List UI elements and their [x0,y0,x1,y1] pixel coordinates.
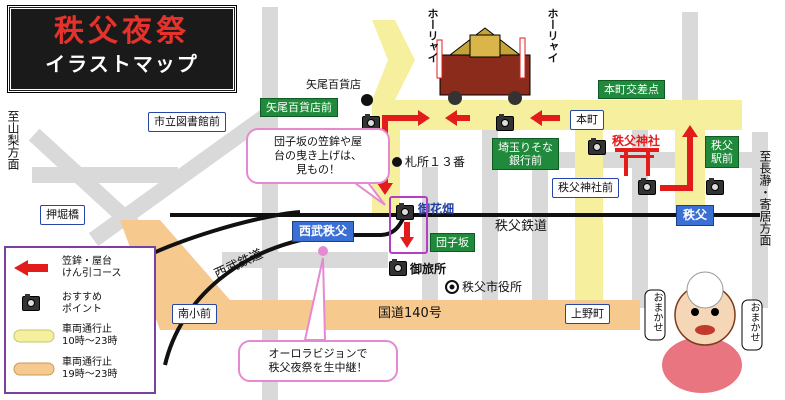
seibu-station-marker [318,246,328,256]
label-dangozaka: 団子坂 [430,233,475,252]
label-chichibu-station-front: 秩父 駅前 [705,136,739,168]
callout-pointer-aurora [303,257,327,341]
label-minamikoji-front: 南小前 [172,304,217,324]
label-chichibu-shrine-front: 秩父神社前 [552,178,619,198]
legend-photo-label: おすすめ ポイント [62,292,102,315]
camera-icon [396,203,414,220]
label-omakase-right: おまかせ [748,302,759,342]
callout-aurora: オーロラビジョンで 秩父夜祭を生中継！ [238,340,398,382]
lantern-left [644,289,666,341]
torii-icon [615,148,659,176]
label-chichibu-shrine: 秩父神社 [612,134,661,148]
legend-yellow-swatch [13,329,55,343]
label-omakase-left: おまかせ [651,292,662,332]
camera-icon [496,114,514,131]
label-oshippori: 押堀橋 [40,205,85,225]
legend-route-arrow [14,260,48,276]
mascot-character-icon [662,271,742,393]
road-orange-route140 [160,300,640,330]
chant-right: ホーリャイ [546,8,559,63]
arrowhead-up-1 [682,125,698,137]
label-yao-department: 矢尾百貨店 [306,78,361,91]
label-chichibu-station: 秩父 [676,205,715,226]
label-yao-department-front: 矢尾百貨店前 [260,98,338,117]
camera-icon [389,259,407,276]
callout-dangozaka: 団子坂の笠鉾や屋 台の曳き上げは、 見もの！ [246,128,390,184]
title-line2: イラストマップ [45,52,199,76]
festival-float-icon [436,27,531,105]
title-line1: 秩父夜祭 [54,14,190,49]
label-chichibu-railway: 秩父鉄道 [495,219,548,234]
gohanabatake-highlight [389,196,428,254]
legend-route-label: 笠鉾・屋台 けん引コース [62,256,122,279]
dot-icon [392,157,402,167]
arrowhead-down-1 [377,183,393,195]
label-library-front: 市立図書館前 [148,112,226,132]
label-fudasho-13: 札所１３番 [405,155,466,169]
camera-icon [706,178,724,195]
legend-closure2-label: 車両通行止 19時～23時 [62,357,118,380]
road-yellow-mid [575,100,603,300]
arrowhead-right-1 [418,110,430,126]
route-arrow-station [660,135,693,191]
road-yellow-chevron [372,20,415,100]
legend-orange-swatch [13,362,55,376]
arrowhead-left-1 [445,110,457,126]
map-title: 秩父夜祭 イラストマップ [7,5,237,93]
label-honmachi-crossing-front: 本町交差点 [598,80,665,99]
chant-left: ホーリャイ [426,8,439,63]
label-route-140: 国道140号 [378,306,442,321]
label-saitama-resona: 埼玉りそな 銀行前 [492,138,559,170]
label-otabisho: 御旅所 [410,262,447,276]
camera-icon [588,138,606,155]
label-city-hall: 秩父市役所 [462,280,523,294]
direction-nagatoro: 至長瀞・寄居方面 [758,150,772,246]
label-kaminomachi: 上野町 [565,304,610,324]
label-honmachi: 本町 [570,110,604,130]
arrowhead-left-2 [530,110,542,126]
label-seibu-chichibu: 西武秩父 [292,221,355,242]
camera-icon [638,178,656,195]
direction-yamanashi: 至山梨方面 [6,110,20,170]
dot-icon [361,94,373,106]
legend-closure1-label: 車両通行止 10時～23時 [62,324,118,347]
camera-icon [22,294,40,311]
lantern-right [741,299,763,351]
arrowhead-down-2 [400,237,414,248]
